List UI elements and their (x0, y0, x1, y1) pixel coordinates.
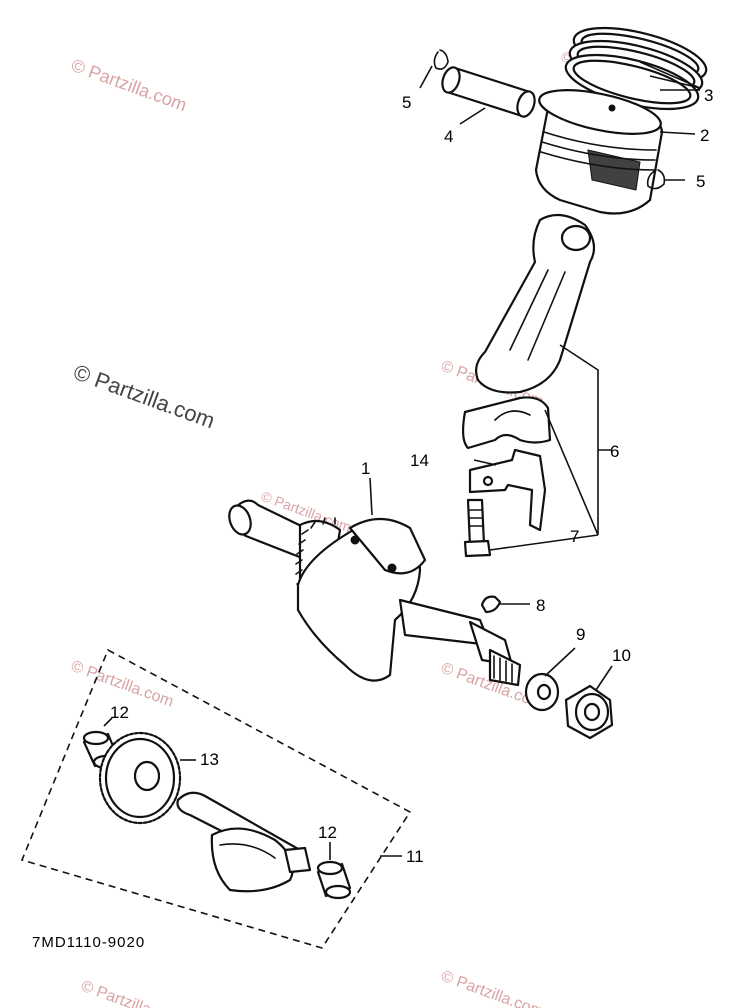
diagram-code: 7MD1110-9020 (32, 934, 145, 951)
piston (534, 89, 664, 215)
watermark: © Partzilla.com (79, 978, 186, 1008)
callout-7: 7 (570, 527, 579, 546)
callout-6: 6 (610, 442, 619, 461)
watermark: © Partzilla.com (439, 968, 546, 1008)
connecting-rod-cap (461, 396, 552, 450)
callout-4: 4 (444, 127, 453, 146)
balancer-group-boundary (20, 648, 412, 949)
callout-labels: 1 2 3 4 5 5 6 7 8 9 10 11 12 12 13 14 (110, 86, 713, 866)
callout-8: 8 (536, 596, 545, 615)
callout-2: 2 (700, 126, 709, 145)
circlip-right (646, 169, 666, 190)
washer (524, 672, 560, 712)
balancer-gear (98, 731, 182, 825)
callout-5-right: 5 (696, 172, 705, 191)
crankshaft (228, 499, 522, 687)
lock-plate (468, 448, 547, 532)
leader-lines (103, 61, 701, 860)
bearing-lower (316, 860, 352, 900)
callout-11: 11 (406, 847, 424, 866)
balancer-shaft (176, 791, 312, 893)
callout-12-lower: 12 (318, 823, 337, 842)
callout-5-top: 5 (402, 93, 411, 112)
piston-ring-set (564, 26, 708, 111)
callout-13: 13 (200, 750, 219, 769)
watermark: © Partzilla.com (69, 55, 190, 115)
nut (564, 684, 614, 740)
callout-1: 1 (361, 459, 370, 478)
callout-10: 10 (612, 646, 631, 665)
circlip-top (433, 49, 449, 70)
rod-bolt (463, 498, 492, 558)
connecting-rod (475, 213, 596, 394)
callout-14: 14 (410, 451, 429, 470)
piston-pin (441, 66, 536, 118)
callout-12-upper: 12 (110, 703, 129, 722)
callout-9: 9 (576, 625, 585, 644)
callout-3: 3 (704, 86, 713, 105)
watermark: © Partzilla.com (70, 359, 218, 433)
woodruff-key (480, 595, 502, 614)
